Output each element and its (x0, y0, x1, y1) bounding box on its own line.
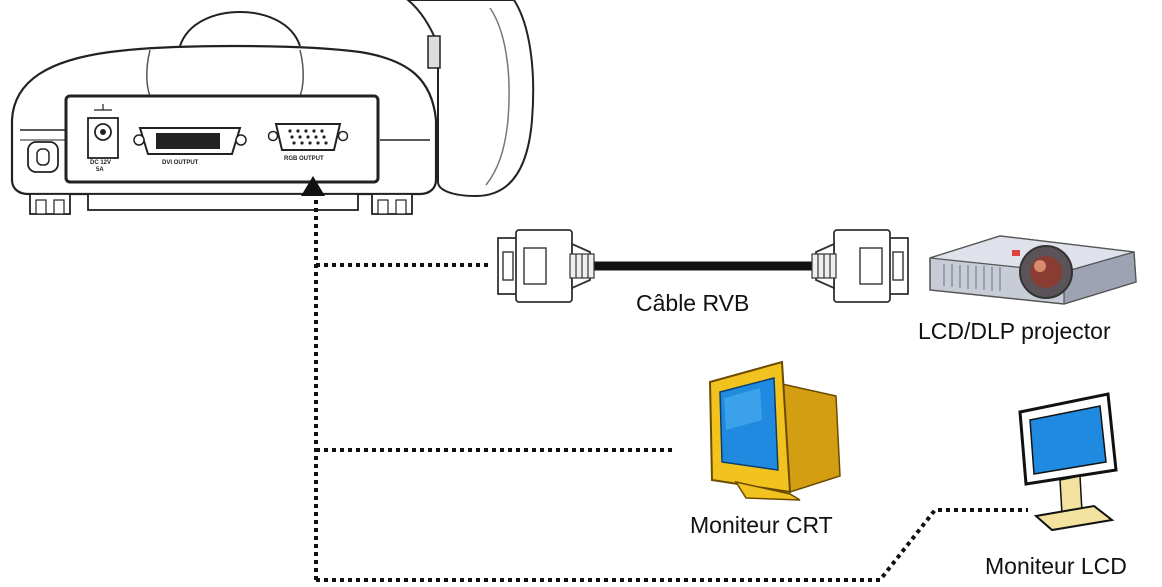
dc-in-sub-label: 5A (96, 167, 104, 173)
projector-label: LCD/DLP projector (918, 318, 1111, 344)
line-to-lcd (316, 508, 1028, 582)
cable-label: Câble RVB (636, 290, 750, 316)
document-camera-icon (10, 0, 535, 215)
crt-monitor-label: Moniteur CRT (690, 512, 833, 538)
crt-monitor-icon (708, 360, 841, 501)
dvi-output-label: DVI OUTPUT (162, 160, 199, 166)
lcd-monitor-icon (1018, 392, 1118, 532)
vga-cable-icon (497, 229, 909, 303)
dc-in-label: DC 12V (90, 160, 112, 166)
lcd-monitor-label: Moniteur LCD (985, 553, 1127, 579)
connection-lines (314, 200, 1028, 582)
projector-icon (929, 235, 1137, 305)
rgb-output-label: RGB OUTPUT (284, 156, 324, 162)
